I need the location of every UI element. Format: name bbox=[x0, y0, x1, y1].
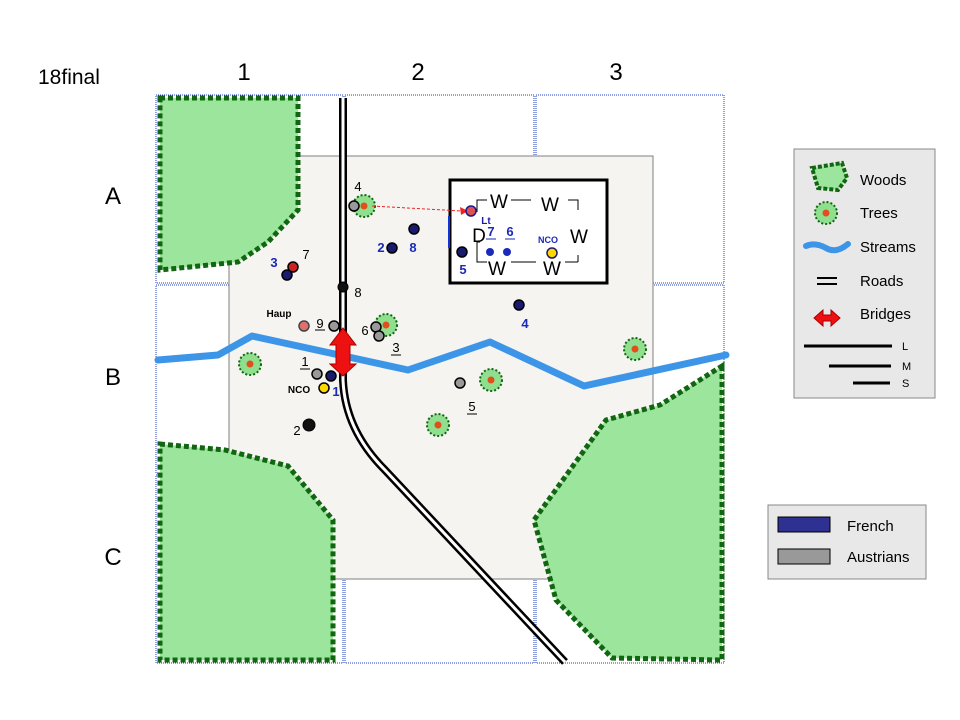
austrian-unit-2 bbox=[302, 418, 316, 432]
austrian-legend-swatch bbox=[777, 548, 831, 565]
tree-b3 bbox=[623, 337, 647, 361]
french-lt-label: Lt bbox=[481, 216, 491, 227]
austrian-unit-4-label: 4 bbox=[354, 179, 361, 194]
austrian-nco-label: NCO bbox=[288, 385, 310, 396]
austrian-unit-1-label: 1 bbox=[301, 354, 308, 369]
legend-size-s: S bbox=[902, 378, 909, 390]
bridge bbox=[328, 327, 358, 377]
building-window-4: W bbox=[488, 259, 506, 280]
woods-a1 bbox=[157, 95, 301, 273]
legend-french: French bbox=[847, 518, 894, 535]
building-window-2: W bbox=[541, 195, 559, 216]
building-outline bbox=[448, 178, 609, 285]
building-window-1: W bbox=[490, 192, 508, 213]
stream bbox=[154, 332, 730, 390]
austrian-unit-4 bbox=[348, 200, 360, 212]
woods-c3 bbox=[531, 361, 725, 663]
austrian-unit-2-label: 2 bbox=[293, 423, 300, 438]
row-label-b: B bbox=[105, 364, 121, 391]
legend-size-m: M bbox=[902, 361, 911, 373]
row-label-a: A bbox=[105, 183, 121, 210]
bridge-legend-icon bbox=[813, 308, 841, 328]
legend-austrians: Austrians bbox=[847, 549, 910, 566]
french-unit-2-label: 2 bbox=[377, 240, 384, 255]
woods-legend-icon bbox=[809, 160, 850, 193]
tree-b2-south bbox=[426, 413, 450, 437]
french-unit-8 bbox=[408, 223, 420, 235]
legend-streams: Streams bbox=[860, 239, 916, 256]
tree-b1 bbox=[238, 352, 262, 376]
col-label-2: 2 bbox=[411, 59, 424, 86]
stream-legend-icon bbox=[803, 241, 851, 254]
austrian-unit-3-label: 3 bbox=[392, 340, 399, 355]
french-lt bbox=[465, 205, 477, 217]
french-unit-7-label: 7 bbox=[487, 224, 494, 239]
legend-woods: Woods bbox=[860, 172, 906, 189]
legend-trees: Trees bbox=[860, 205, 898, 222]
austrian-unit-9 bbox=[328, 320, 340, 332]
trees bbox=[238, 194, 647, 437]
sides-legend: French Austrians bbox=[767, 504, 927, 580]
french-unit-4-label: 4 bbox=[521, 316, 529, 331]
french-unit-7 bbox=[486, 248, 494, 256]
french-legend-swatch bbox=[777, 516, 831, 533]
col-label-3: 3 bbox=[609, 59, 622, 86]
road bbox=[339, 98, 568, 665]
tree-b2-east bbox=[479, 368, 503, 392]
building-window-3: W bbox=[570, 227, 588, 248]
french-unit-5 bbox=[456, 246, 468, 258]
french-unit-1 bbox=[325, 370, 337, 382]
french-unit-3 bbox=[281, 269, 293, 281]
tree-a2 bbox=[352, 194, 376, 218]
terrain-legend: Woods Trees Streams Roads Bridges L M S bbox=[793, 148, 936, 399]
legend-roads: Roads bbox=[860, 273, 903, 290]
col-label-1: 1 bbox=[237, 59, 250, 86]
austrian-unit-1 bbox=[311, 368, 323, 380]
austrian-unit-7-label: 7 bbox=[302, 247, 309, 262]
french-unit-5-label: 5 bbox=[459, 262, 466, 277]
french-unit-2 bbox=[386, 242, 398, 254]
austrian-unit-8-label: 8 bbox=[354, 285, 361, 300]
units: 4 Lt 2 8 7 3 8 Haup 9 6 3 1 1 NCO 2 5 bbox=[267, 179, 559, 438]
sides-legend-box bbox=[767, 504, 927, 580]
french-unit-3-label: 3 bbox=[270, 255, 277, 270]
austrian-unit-8 bbox=[337, 281, 349, 293]
legend-bridges: Bridges bbox=[860, 306, 911, 323]
row-label-c: C bbox=[104, 544, 121, 571]
austrian-unit-6-label: 6 bbox=[361, 323, 368, 338]
french-unit-6-label: 6 bbox=[506, 224, 513, 239]
austrian-unit-7 bbox=[287, 261, 299, 273]
austrian-haup-label: Haup bbox=[267, 309, 292, 320]
austrian-unit-6b bbox=[373, 330, 385, 342]
austrian-unit-9-label: 9 bbox=[316, 316, 323, 331]
french-nco-label: NCO bbox=[538, 235, 558, 245]
building-window-5: W bbox=[543, 259, 561, 280]
road-legend-icon bbox=[817, 277, 837, 285]
french-unit-4 bbox=[513, 299, 525, 311]
french-unit-6 bbox=[503, 248, 511, 256]
austrian-haup bbox=[298, 320, 310, 332]
movement-arrow bbox=[371, 205, 468, 215]
terrain-legend-box bbox=[793, 148, 936, 399]
woods-c1 bbox=[157, 441, 336, 663]
building-door-label: D bbox=[472, 226, 486, 247]
french-nco bbox=[546, 247, 558, 259]
legend-size-l: L bbox=[902, 341, 908, 353]
austrian-unit-5-label: 5 bbox=[468, 399, 475, 414]
building: W W D W W W bbox=[448, 178, 609, 285]
french-unit-1-label: 1 bbox=[332, 384, 339, 399]
french-unit-8-label: 8 bbox=[409, 240, 416, 255]
map-title: 18final bbox=[38, 66, 100, 89]
austrian-unit-5 bbox=[454, 377, 466, 389]
austrian-nco bbox=[318, 382, 330, 394]
